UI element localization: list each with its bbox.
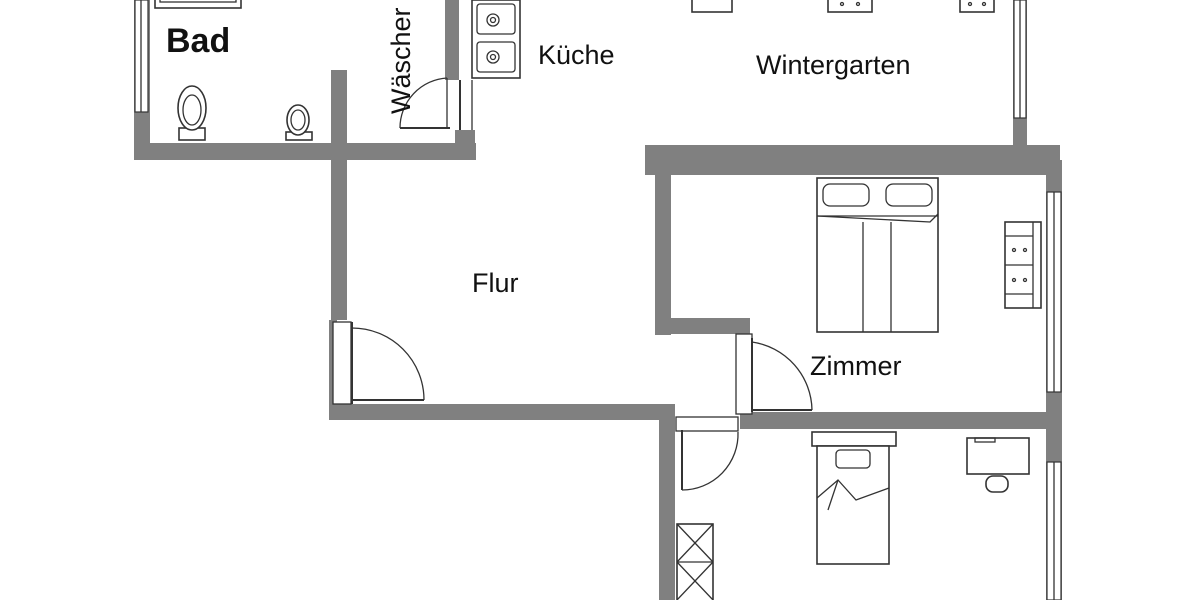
room-label-zimmer: Zimmer bbox=[810, 351, 901, 381]
kitchen-sink bbox=[471, 0, 521, 79]
window-lower-right bbox=[1046, 461, 1062, 600]
bathtub bbox=[154, 0, 242, 9]
wintergarten-furniture bbox=[691, 0, 995, 13]
door-waesche bbox=[399, 77, 473, 130]
room-labels: Bad Wäscher Küche Wintergarten Flur Zimm… bbox=[166, 7, 911, 381]
door-lower bbox=[675, 416, 739, 491]
walls bbox=[134, 0, 1062, 600]
window-zimmer-right bbox=[1046, 191, 1062, 393]
desk bbox=[966, 437, 1030, 493]
toilet bbox=[177, 85, 207, 141]
double-bed bbox=[816, 177, 939, 333]
window-wintergarten-right bbox=[1013, 0, 1027, 119]
furniture bbox=[154, 0, 1042, 600]
doors bbox=[332, 77, 813, 491]
single-bed bbox=[811, 431, 897, 565]
windows bbox=[134, 0, 1062, 600]
room-label-kueche: Küche bbox=[538, 40, 615, 70]
room-label-bad: Bad bbox=[166, 22, 230, 60]
wardrobe bbox=[676, 523, 714, 600]
door-entrance bbox=[332, 321, 425, 405]
window-bad-left bbox=[134, 0, 149, 113]
sink-bad bbox=[285, 104, 313, 141]
door-zimmer bbox=[735, 333, 813, 415]
room-label-wintergarten: Wintergarten bbox=[756, 50, 911, 80]
sofa bbox=[1004, 221, 1042, 309]
room-label-flur: Flur bbox=[472, 268, 519, 298]
room-label-waesche: Wäscher bbox=[386, 7, 416, 114]
